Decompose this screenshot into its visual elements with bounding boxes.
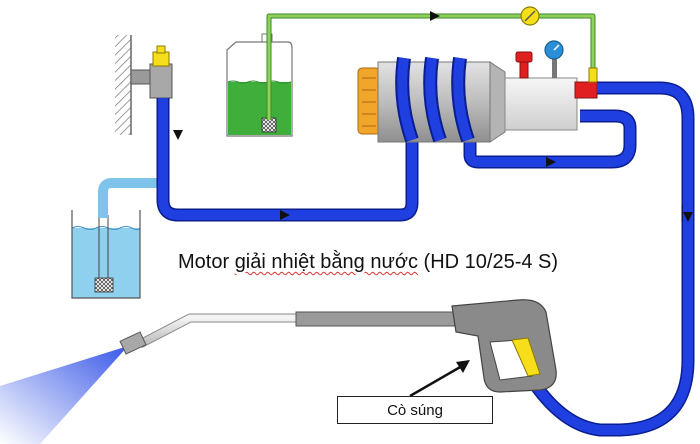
trigger-label: Cò súng — [387, 401, 443, 419]
spray-jet — [0, 346, 128, 444]
title-suffix: (HD 10/25-4 S) — [417, 251, 559, 273]
arrow-down-right — [683, 212, 693, 222]
title-prefix: Motor — [178, 251, 235, 273]
pressure-gauge-icon — [544, 40, 564, 78]
title-underlined: giải nhiệt bằng nước — [234, 251, 418, 273]
arrow-supply — [280, 210, 290, 220]
relief-valve-icon — [515, 51, 533, 79]
flow-arrows — [173, 11, 693, 222]
detergent-canister-icon — [226, 33, 293, 137]
spray-gun-icon — [451, 299, 557, 393]
trigger-label-box: Cò súng — [337, 396, 493, 424]
arrow-detergent — [430, 11, 440, 21]
high-pressure-hose — [514, 81, 695, 437]
trigger-pointer-arrow — [409, 360, 470, 398]
spray-lance — [119, 311, 457, 355]
water-tank-icon — [71, 210, 141, 299]
suction-hose — [98, 178, 160, 218]
cooling-return-hose — [463, 109, 637, 169]
water-tap-icon — [130, 45, 173, 99]
wall-icon — [115, 35, 132, 135]
arrow-return — [546, 157, 556, 167]
diagram-title: Motor giải nhiệt bằng nước (HD 10/25-4 S… — [178, 251, 558, 274]
metering-valve-icon — [520, 6, 540, 26]
arrow-down-left — [173, 130, 183, 140]
cooling-coils — [395, 57, 475, 143]
pump-motor-icon — [357, 61, 598, 143]
